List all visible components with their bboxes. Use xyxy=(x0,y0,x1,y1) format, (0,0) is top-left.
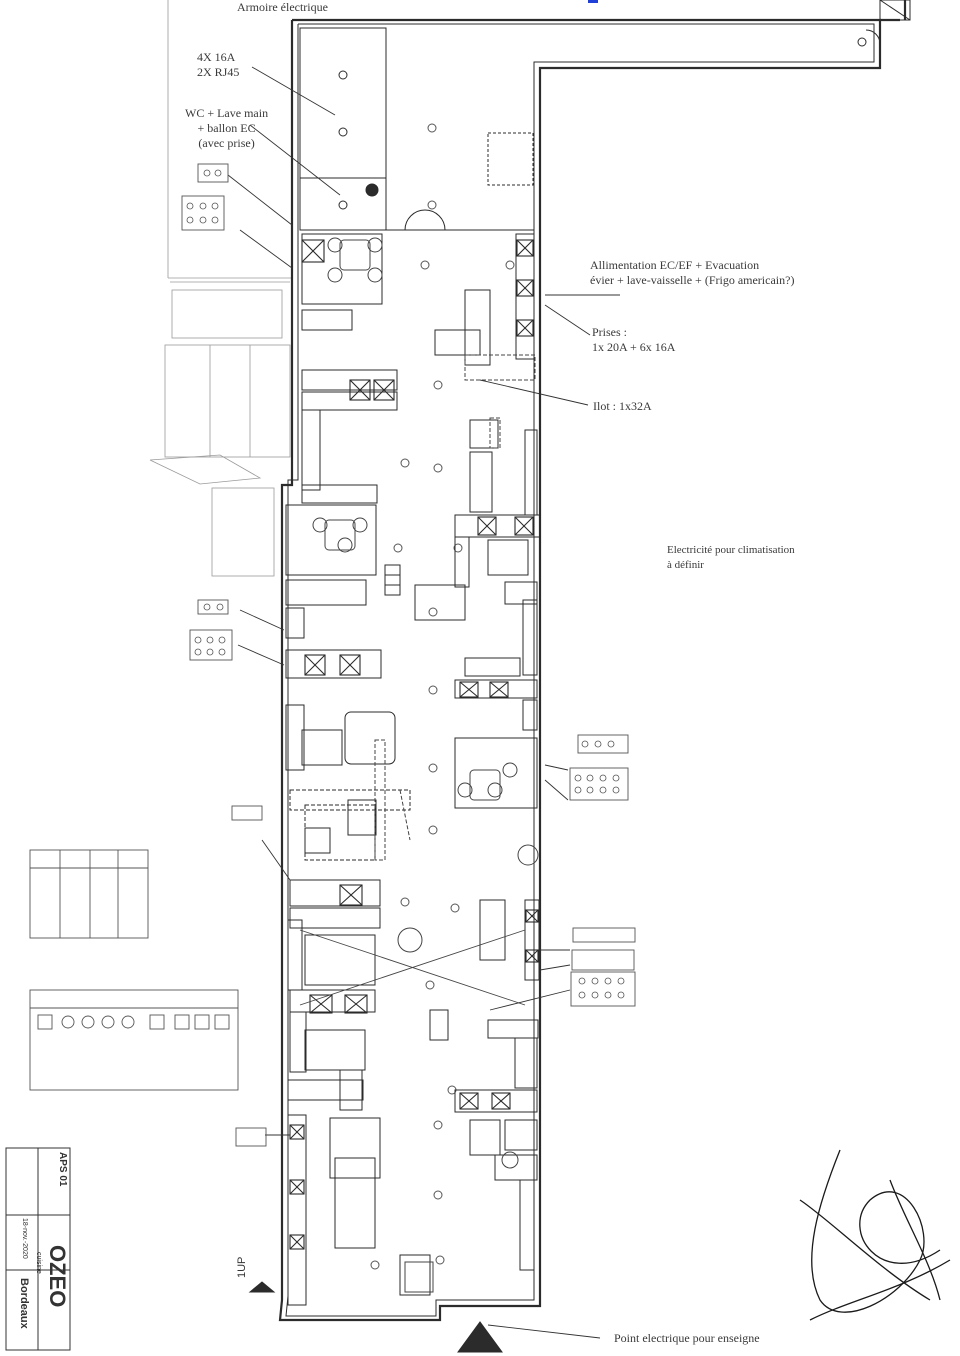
appliance-crosses-right xyxy=(459,239,539,1110)
stair-symbols xyxy=(339,564,449,1111)
title-city: Bordeaux xyxy=(18,1278,30,1329)
top-right-door xyxy=(857,0,911,47)
leader-lines xyxy=(227,66,620,1339)
up-arrow xyxy=(248,1281,276,1293)
adjacent-rooms xyxy=(149,0,292,577)
right-kitchen-units xyxy=(414,233,541,1271)
appliance-crosses-left xyxy=(289,239,395,1250)
blue-header-fragment xyxy=(588,0,598,3)
title-company: OZEO xyxy=(45,1245,70,1308)
annotation-enseigne: Point electrique pour enseigne xyxy=(614,1331,760,1345)
callout-boxes xyxy=(181,163,636,1147)
title-drawing-no: APS 01 xyxy=(57,1152,68,1187)
annotation-prises: Prises : 1x 20A + 6x 16A xyxy=(592,325,676,354)
legend-blocks xyxy=(29,849,239,1091)
callout-symbols xyxy=(186,169,625,999)
annotation-alimentation: Allimentation EC/EF + Evacuation évier +… xyxy=(590,258,795,287)
title-block-frame xyxy=(5,1147,71,1351)
annotation-armoire: Armoire électrique xyxy=(237,0,328,14)
signature xyxy=(799,1149,951,1321)
title-date: 18-nov.-2020 xyxy=(21,1218,28,1259)
electrical-room xyxy=(299,27,387,231)
annotation-wc: WC + Lave main + ballon EC (avec prise) xyxy=(185,106,269,150)
entrance-triangle xyxy=(457,1321,503,1353)
dining-tables xyxy=(312,237,539,1293)
dashed-zones xyxy=(374,354,536,861)
ceiling-lights xyxy=(370,123,515,1270)
outer-walls xyxy=(278,0,907,1322)
dashed-zone-top xyxy=(487,132,534,186)
annotation-ilot: Ilot : 1x32A xyxy=(593,399,652,413)
title-company-sub: cuisine xyxy=(35,1252,42,1274)
left-kitchen-units xyxy=(285,233,431,1306)
ventilation-lines xyxy=(299,929,526,1006)
stairs-up-label: 1UP xyxy=(236,1256,248,1278)
annotation-outlets-top: 4X 16A 2X RJ45 xyxy=(197,50,240,79)
annotation-climatisation: Electricité pour climatisation à définir xyxy=(667,544,795,571)
